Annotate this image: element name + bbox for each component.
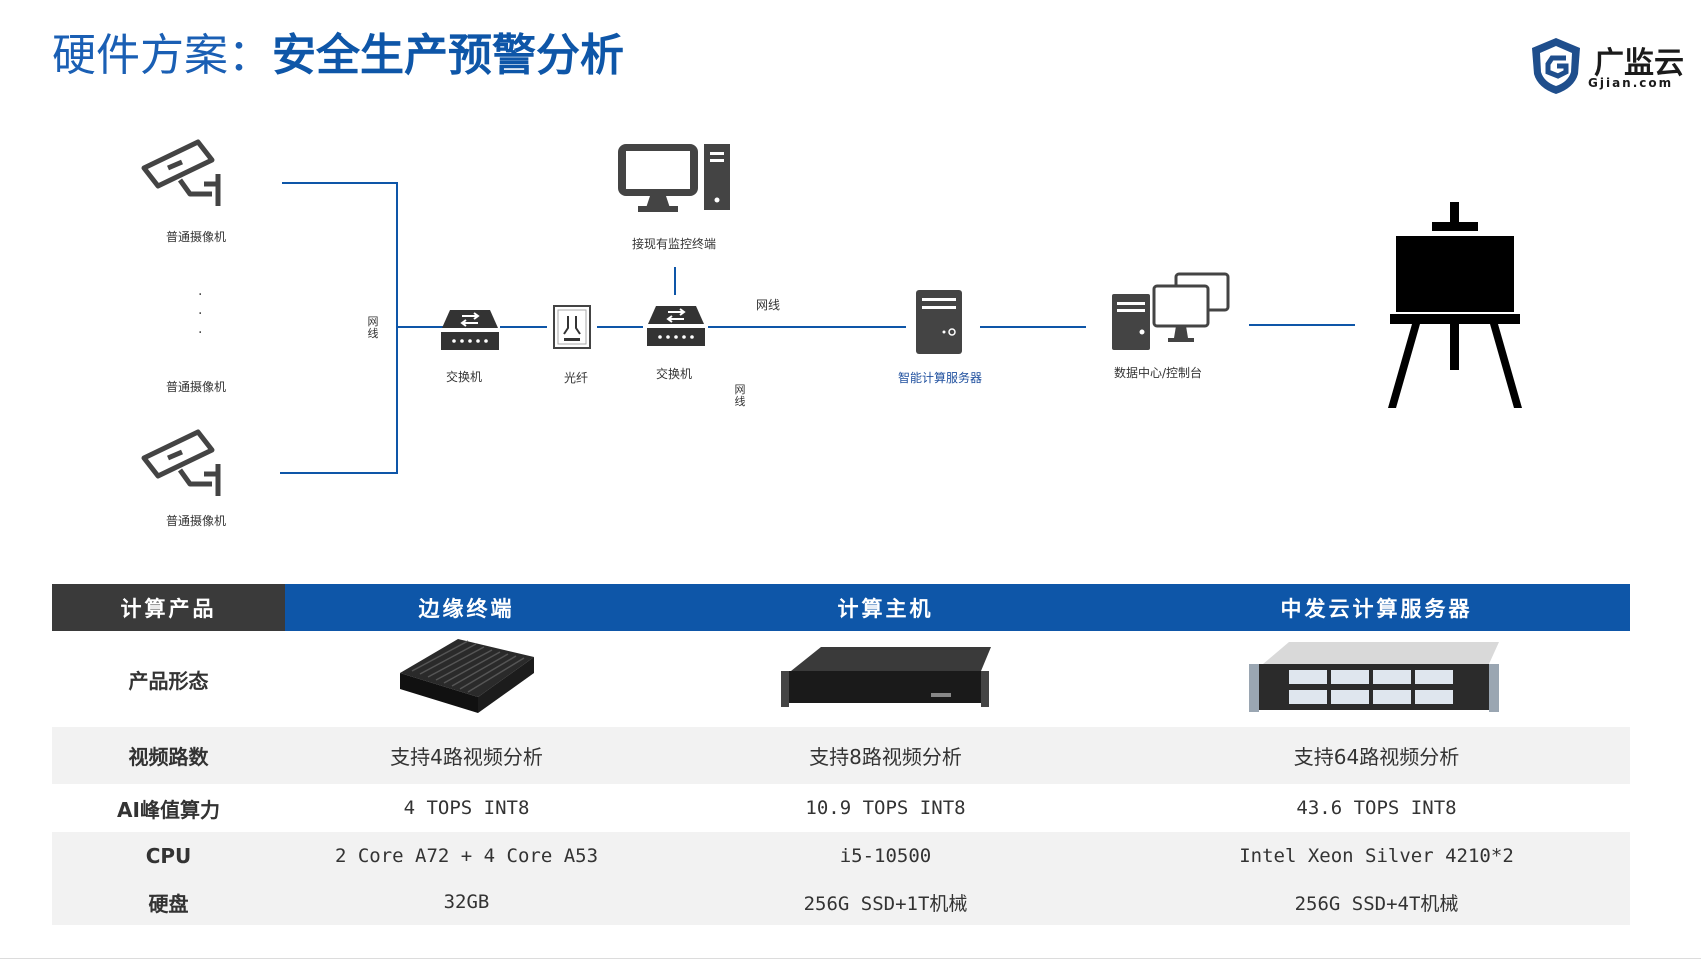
fiber-outlet-icon [553,305,591,349]
connection-line [396,182,398,474]
connection-line [980,326,1086,328]
connection-line [597,326,643,328]
camera-label: 普通摄像机 [166,514,227,528]
table-cell: 支持4路视频分析 [285,727,648,784]
row-label: 视频路数 [52,727,285,784]
cloud-server-image [1248,641,1499,712]
row-label: 产品形态 [128,668,209,693]
monitor-terminal-label: 接现有监控终端 [632,237,717,251]
compute-host-image [780,646,991,707]
row-label: CPU [52,832,285,879]
connection-line [500,326,547,328]
table-header-row: 计算产品 边缘终端 计算主机 中发云计算服务器 [52,584,1630,631]
datacenter-label: 数据中心/控制台 [1114,366,1203,380]
display-board-icon [1388,202,1522,408]
row-label: AI峰值算力 [117,797,220,822]
title-main: 安全生产预警分析 [272,30,624,81]
switch-icon [647,306,705,346]
cable-label: 网线 [367,315,379,340]
cable-label: 网线 [734,383,746,408]
table-row: 视频路数 支持4路视频分析 支持8路视频分析 支持64路视频分析 [52,727,1630,784]
switch-icon [441,310,499,350]
camera-label: 普通摄像机 [166,230,227,244]
table-cell: 4 TOPS INT8 [403,797,530,819]
connection-line [1249,324,1355,326]
table-cell: 32GB [285,879,648,925]
page-title: 硬件方案：安全生产预警分析 [52,26,624,86]
table-row: 产品形态 [52,631,1630,727]
table-cell: i5-10500 [648,832,1123,879]
connection-line [280,472,398,474]
hardware-spec-table: 计算产品 边缘终端 计算主机 中发云计算服务器 产品形态 [52,584,1630,925]
ellipsis-dots: ··· [198,287,203,341]
product-image-cell [285,631,648,727]
table-cell: 支持8路视频分析 [648,727,1123,784]
switch-label: 交换机 [446,370,483,384]
logo-domain-text: Gjian.com [1588,76,1674,90]
cable-label: 网线 [756,298,781,312]
logo-brand-text: 广监云 [1594,46,1684,81]
network-diagram: 普通摄像机 ··· 普通摄像机 普通摄像机 网线 交换机 [0,120,1701,550]
table-cell: 10.9 TOPS INT8 [805,797,966,819]
table-cell: 2 Core A72 + 4 Core A53 [285,832,648,879]
camera-label: 普通摄像机 [166,380,227,394]
switch-label: 交换机 [656,367,693,381]
edge-terminal-image [399,638,534,713]
table-row: AI峰值算力 4 TOPS INT8 10.9 TOPS INT8 43.6 T… [52,784,1630,832]
camera-icon [141,139,221,206]
connection-line [282,182,398,184]
table-cell: 256G SSD+1T机械 [648,879,1123,925]
connection-line [708,326,906,328]
connection-line [398,326,448,328]
table-cell: 43.6 TOPS INT8 [1296,797,1457,819]
table-header: 边缘终端 [285,584,648,631]
server-label: 智能计算服务器 [898,371,983,385]
server-icon [916,290,962,354]
table-cell: 支持64路视频分析 [1123,727,1630,784]
table-header: 计算产品 [52,584,285,631]
company-logo: 广监云 Gjian.com [1528,36,1688,100]
table-row: CPU 2 Core A72 + 4 Core A53 i5-10500 Int… [52,832,1630,879]
datacenter-icon [1112,272,1230,350]
product-image-cell [648,631,1123,727]
row-label: 硬盘 [52,879,285,925]
table-header: 计算主机 [648,584,1123,631]
table-header: 中发云计算服务器 [1123,584,1630,631]
monitor-terminal-icon [618,144,730,212]
connection-line [674,267,676,295]
table-row: 硬盘 32GB 256G SSD+1T机械 256G SSD+4T机械 [52,879,1630,925]
camera-icon [141,429,221,496]
table-cell: Intel Xeon Silver 4210*2 [1123,832,1630,879]
table-cell: 256G SSD+4T机械 [1123,879,1630,925]
fiber-label: 光纤 [564,371,589,385]
title-prefix: 硬件方案： [52,30,272,81]
product-image-cell [1123,631,1630,727]
shield-g-logo-icon [1532,38,1580,94]
